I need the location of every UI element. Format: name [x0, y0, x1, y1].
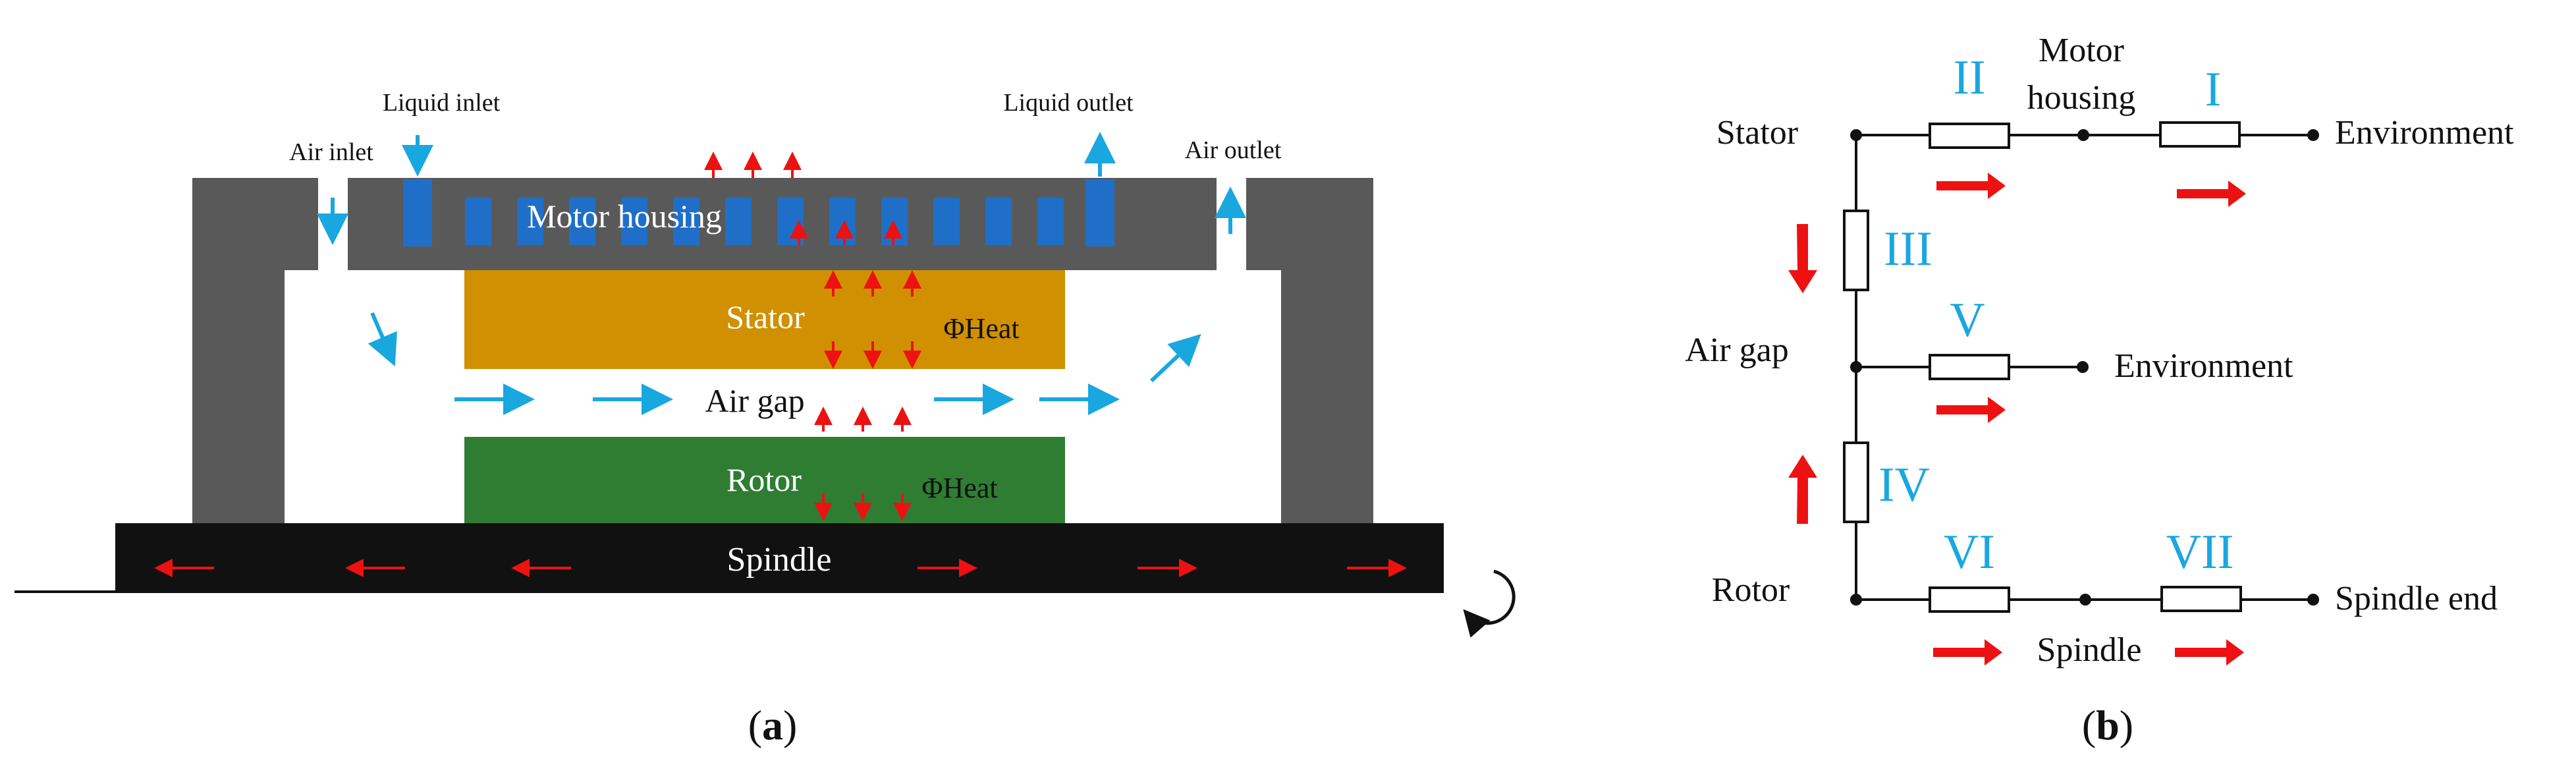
- caption-b: (b): [2082, 702, 2133, 749]
- heat-arrow-II: [1936, 173, 2006, 199]
- label-liquid-outlet: Liquid outlet: [1003, 89, 1134, 117]
- nodes: [1850, 129, 2319, 606]
- label-motor-housing: Motor housing: [527, 198, 722, 235]
- resistor-II: [1929, 123, 2010, 149]
- resistor-III: [1843, 210, 1869, 291]
- numeral-VI: VI: [1944, 525, 1995, 579]
- numeral-II: II: [1953, 51, 1985, 105]
- label-b-rotor: Rotor: [1712, 571, 1790, 609]
- label-b-housing: housing: [2027, 79, 2136, 117]
- node-environment-mid: [2077, 361, 2089, 373]
- heat-arrow-V: [1936, 397, 2006, 423]
- resistors: [1843, 121, 2242, 613]
- heat-flow-arrows: [1788, 173, 2246, 666]
- resistor-V: [1929, 354, 2010, 380]
- node-spindle: [2079, 594, 2091, 606]
- node-air-gap: [1850, 361, 1862, 373]
- label-stator: Stator: [726, 298, 805, 335]
- heat-arrow-I: [2177, 181, 2246, 207]
- label-air-outlet: Air outlet: [1185, 136, 1282, 164]
- label-spindle: Spindle: [727, 541, 832, 579]
- label-air-inlet: Air inlet: [289, 138, 373, 166]
- arrow-air-diag-down: [368, 312, 397, 367]
- numeral-V: V: [1950, 293, 1985, 347]
- node-rotor: [1850, 594, 1862, 606]
- resistor-IV: [1843, 441, 1869, 523]
- node-spindle-end: [2307, 594, 2319, 606]
- panel-a-labels: Liquid inlet Air inlet Liquid outlet Air…: [289, 89, 1282, 749]
- heat-arrow-III: [1788, 224, 1817, 293]
- label-rotor: Rotor: [726, 461, 802, 498]
- numeral-III: III: [1884, 222, 1932, 276]
- arrow-air-diag-up: [1149, 333, 1201, 383]
- numeral-I: I: [2205, 63, 2222, 117]
- heat-arrow-VII: [2175, 639, 2244, 666]
- spindle-bar: [115, 523, 1444, 592]
- panel-b-labels: Stator Motor housing Environment Air gap…: [1685, 32, 2514, 749]
- resistor-I: [2159, 121, 2241, 148]
- panel-a-structure: [14, 178, 1516, 638]
- air-flow-arrows: [317, 132, 1246, 415]
- label-heat-rotor: ΦHeat: [921, 472, 997, 504]
- label-heat-stator: ΦHeat: [943, 312, 1019, 345]
- rotor-block: [464, 437, 1065, 524]
- resistor-VII: [2160, 586, 2242, 612]
- node-environment-top: [2307, 129, 2319, 141]
- rotation-icon: [1463, 569, 1516, 638]
- label-b-environment-top: Environment: [2335, 114, 2514, 152]
- label-b-stator: Stator: [1716, 114, 1798, 152]
- numeral-VII: VII: [2166, 525, 2234, 579]
- heat-arrow-VI: [1933, 639, 2002, 666]
- label-b-spindle-end: Spindle end: [2335, 580, 2498, 617]
- label-b-motor: Motor: [2039, 32, 2124, 69]
- node-motor-housing: [2077, 129, 2089, 141]
- numeral-IV: IV: [1878, 458, 1930, 512]
- label-air-gap: Air gap: [705, 382, 804, 419]
- heat-arrows: [154, 152, 1407, 577]
- caption-a: (a): [748, 702, 798, 749]
- node-stator: [1850, 129, 1862, 141]
- heat-arrow-IV: [1788, 455, 1817, 524]
- resistor-VI: [1929, 586, 2010, 613]
- stator-block: [464, 270, 1065, 369]
- label-b-air-gap: Air gap: [1685, 331, 1788, 369]
- label-b-spindle: Spindle: [2037, 631, 2142, 669]
- label-liquid-inlet: Liquid inlet: [383, 89, 501, 117]
- label-b-environment-mid: Environment: [2114, 347, 2293, 385]
